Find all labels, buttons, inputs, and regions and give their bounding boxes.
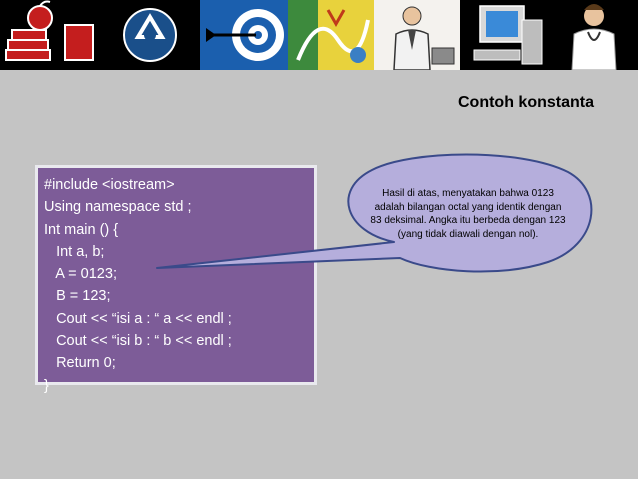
computer-icon [460,0,550,70]
doctor-icon [550,0,638,70]
clipart-banner [0,0,638,70]
businessman-icon [374,0,460,70]
code-line: #include <iostream> [44,177,175,193]
slide-title: Contoh konstanta [458,94,594,111]
dart-target-icon [200,0,288,70]
code-line: A = 0123; [44,266,117,283]
code-line: Cout << “isi b : “ b << endl ; [44,333,232,350]
abstract-art-icon [288,0,374,70]
code-line: } [44,377,49,394]
code-line: Return 0; [44,355,116,372]
code-line: Int main () { [44,221,119,238]
books-apple-icon [0,0,100,70]
code-box: #include <iostream> Using namespace std … [35,165,317,394]
code-line: B = 123; [44,288,111,305]
code-line: Using namespace std ; [44,199,192,216]
recycle-icon [100,0,200,70]
callout-text: Hasil di atas, menyatakan bahwa 0123 ada… [370,188,566,240]
code-line: Cout << “isi a : “ a << endl ; [44,310,232,327]
code-line: Int a, b; [44,243,105,260]
